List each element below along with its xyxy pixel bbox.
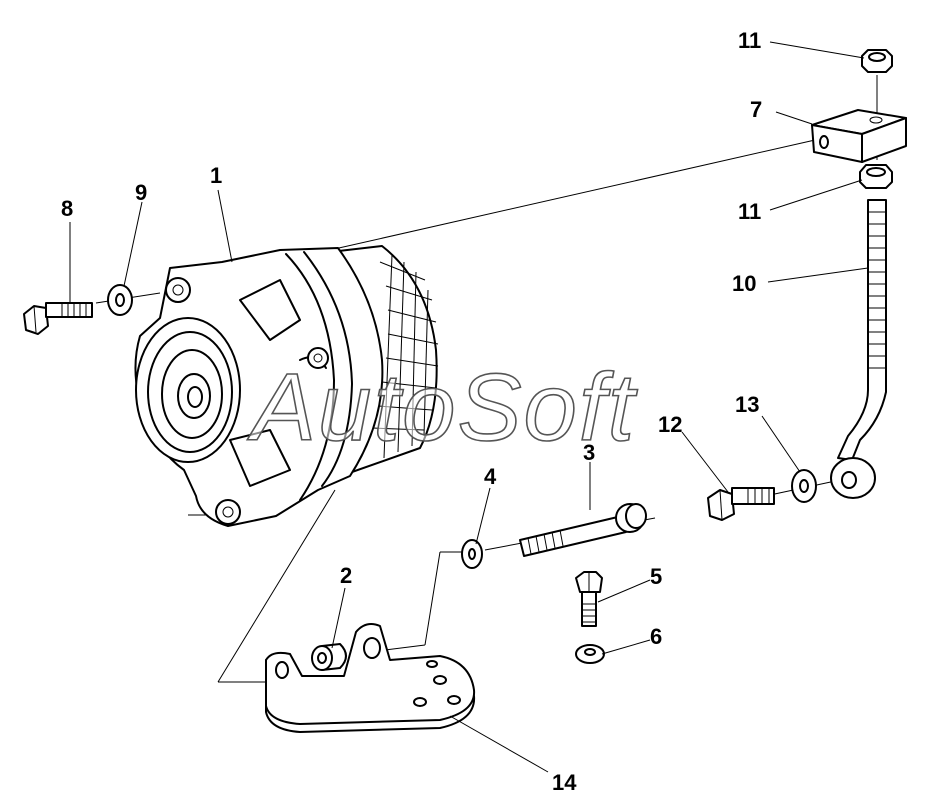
- callout-1: 1: [210, 163, 222, 188]
- callout-14: 14: [552, 770, 577, 795]
- callout-5: 5: [650, 564, 662, 589]
- washer-part-4: [461, 539, 483, 569]
- washer-part-13: [791, 469, 817, 503]
- short-bolt-part-5: [575, 571, 603, 627]
- callout-9: 9: [135, 180, 147, 205]
- callout-12: 12: [658, 412, 682, 437]
- callout-11-bottom: 11: [738, 199, 761, 224]
- bolt-part-12: [707, 487, 775, 521]
- callout-11-top: 11: [738, 28, 761, 53]
- nut-part-11-bottom: [859, 164, 893, 189]
- mounting-block-part-7: [811, 109, 907, 163]
- autosoft-watermark: AutoSoft: [247, 354, 638, 461]
- mounting-bracket-part-14: [265, 623, 476, 733]
- alternator-cooling-fins: [371, 254, 439, 459]
- washer-part-6: [575, 644, 605, 664]
- callout-13: 13: [735, 392, 759, 417]
- bolt-part-8: [23, 302, 93, 335]
- callout-3: 3: [583, 440, 595, 465]
- assembly-center-lines: [95, 75, 878, 683]
- callout-7: 7: [750, 97, 762, 122]
- callout-numbers: 1 2 3 4 5 6 7 8 9 10 11 11 12 13 14: [61, 28, 762, 795]
- nut-part-11-top: [861, 49, 893, 73]
- callout-4: 4: [484, 464, 497, 489]
- threaded-rod-part-10: [830, 199, 887, 499]
- alternator-part: [134, 245, 439, 527]
- washer-part-9: [107, 284, 133, 316]
- long-bolt-thread-lines: [527, 529, 564, 555]
- long-bolt-part-3: [519, 503, 647, 557]
- callout-2: 2: [340, 563, 352, 588]
- callout-8: 8: [61, 196, 73, 221]
- callout-leader-lines: [69, 41, 869, 773]
- bushing-part-2: [311, 643, 347, 671]
- callout-6: 6: [650, 624, 662, 649]
- callout-10: 10: [732, 271, 756, 296]
- rod-thread-lines: [868, 211, 886, 369]
